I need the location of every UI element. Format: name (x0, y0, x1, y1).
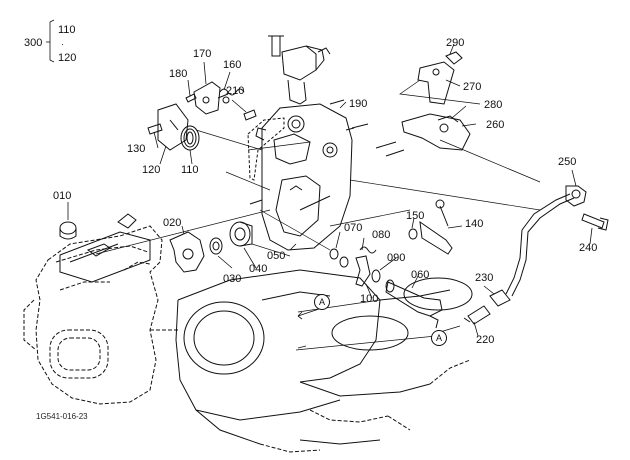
gear-case-dashed (259, 359, 471, 453)
part-label-270: 270 (463, 81, 482, 93)
part-label-040: 040 (249, 263, 268, 275)
part-label-140: 140 (465, 218, 484, 230)
part-label-110-kit: 110 (58, 24, 76, 36)
pin-130 (147, 123, 163, 135)
part-label-090: 090 (387, 252, 406, 264)
part-label-250: 250 (558, 156, 577, 168)
orings-070 (329, 248, 349, 268)
bearing-040 (229, 221, 253, 247)
part-label-010: 010 (53, 190, 72, 202)
part-label-280: 280 (484, 99, 503, 111)
part-label-030: 030 (223, 273, 242, 285)
pin-210 (243, 109, 257, 121)
lever-120-plate (157, 103, 189, 151)
part-label-300: 300 (24, 37, 43, 49)
weight-020 (169, 231, 205, 273)
engine-block (23, 225, 178, 405)
spring-110 (180, 125, 200, 151)
callout-arrows (297, 307, 461, 349)
governor-housing (249, 103, 355, 251)
lever-260 (401, 113, 471, 151)
kit-bracket-dot: · (61, 39, 64, 49)
part-label-130: 130 (127, 143, 146, 155)
assembly-lines (95, 79, 541, 351)
collar-030 (209, 237, 223, 255)
part-label-120-kit: 120 (58, 52, 77, 64)
part-label-210: 210 (226, 85, 245, 97)
part-label-070: 070 (344, 222, 363, 234)
bolts-190 (329, 99, 405, 157)
engine-top-plate (59, 213, 151, 283)
part-label-230: 230 (475, 272, 494, 284)
fitting-230 (489, 289, 511, 307)
bracket-270 (417, 61, 455, 105)
lever-170 (193, 81, 229, 115)
part-label-170: 170 (193, 48, 212, 60)
seal-ring-left (331, 315, 409, 351)
part-label-220: 220 (476, 334, 495, 346)
bolt-240 (581, 213, 609, 231)
part-label-240: 240 (579, 242, 598, 254)
nut-290 (445, 51, 463, 65)
part-label-150: 150 (406, 210, 425, 222)
nipple-220 (463, 305, 491, 325)
part-label-180: 180 (169, 68, 188, 80)
part-label-020: 020 (163, 217, 182, 229)
part-label-190: 190 (349, 98, 368, 110)
part-label-050: 050 (267, 250, 286, 262)
stop-solenoid (268, 35, 331, 105)
pin-180 (185, 93, 197, 103)
callout-a-right: A (431, 330, 447, 346)
oring-150 (408, 228, 418, 240)
part-label-110: 110 (181, 164, 199, 176)
lever-100 (355, 255, 371, 287)
part-label-080: 080 (372, 229, 391, 241)
plug-010 (59, 221, 77, 240)
shaft-060 (385, 279, 443, 329)
callout-a-left: A (314, 294, 330, 310)
part-label-260: 260 (486, 119, 505, 131)
part-label-100: 100 (360, 293, 379, 305)
leader-lines (46, 19, 593, 337)
part-label-060: 060 (411, 269, 430, 281)
gear-case (175, 269, 451, 445)
washer-090 (371, 269, 381, 283)
seal-ring-right (403, 277, 473, 311)
part-label-120: 120 (142, 164, 161, 176)
part-label-290: 290 (446, 37, 465, 49)
drawing-reference: 1G541-016-23 (36, 412, 88, 421)
lever-140 (419, 199, 453, 255)
part-label-160: 160 (223, 59, 242, 71)
pipe-250 (505, 185, 587, 297)
